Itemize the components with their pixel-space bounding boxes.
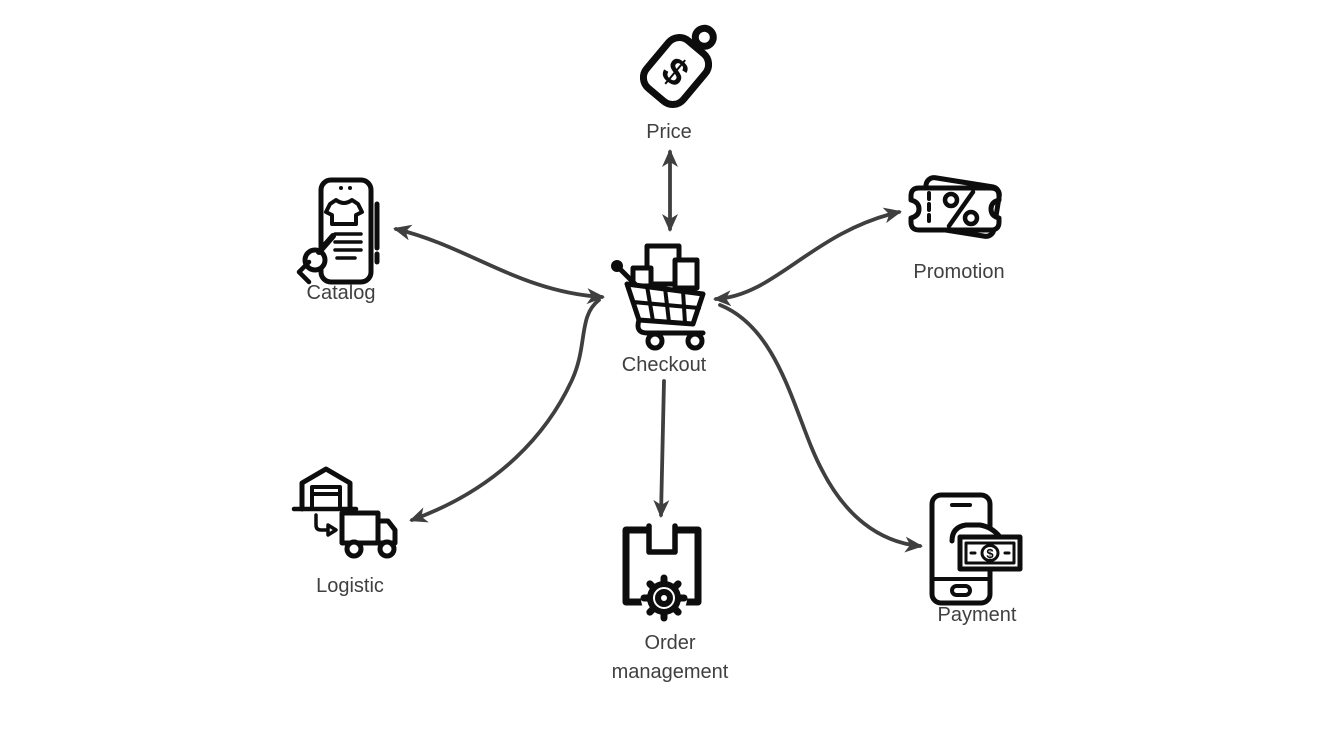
- mobile-payment-icon: $: [929, 492, 1023, 606]
- arrow-checkout-catalog: [393, 224, 605, 305]
- node-label-order-management: Order management: [611, 632, 729, 683]
- node-label-payment: Payment: [937, 604, 1017, 626]
- node-label-logistic: Logistic: [316, 575, 384, 597]
- arrow-checkout-logistic: [409, 298, 601, 523]
- node-label-checkout: Checkout: [621, 354, 707, 376]
- price-tag-icon: $: [639, 24, 717, 108]
- node-label-catalog: Catalog: [306, 282, 376, 304]
- catalog-phone-icon: [296, 177, 380, 285]
- warehouse-truck-icon: [291, 466, 398, 559]
- node-label-promotion: Promotion: [913, 261, 1005, 283]
- order-box-gear-icon: [622, 523, 702, 622]
- coupon-percent-icon: [908, 175, 1002, 239]
- arrow-checkout-payment: [718, 303, 923, 553]
- arrow-checkout-order-management: [653, 379, 670, 518]
- arrow-checkout-promotion: [713, 207, 902, 307]
- svg-text:$: $: [986, 546, 994, 561]
- shopping-cart-icon: [611, 243, 706, 351]
- node-label-price: Price: [646, 121, 692, 143]
